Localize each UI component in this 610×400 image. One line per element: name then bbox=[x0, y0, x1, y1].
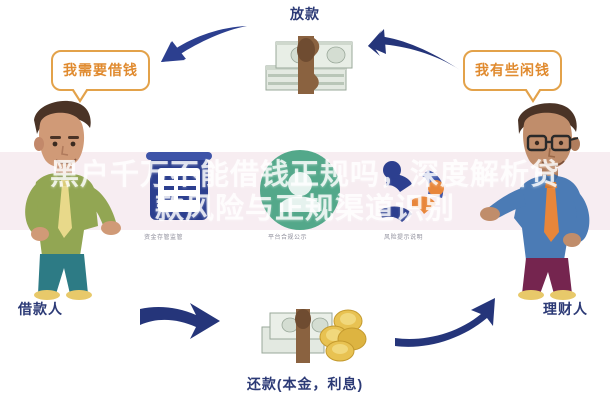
banknote-stack-icon bbox=[258, 30, 358, 102]
document-phone-icon bbox=[146, 152, 212, 220]
speech-bubble-investor: 我有些闲钱 bbox=[463, 50, 562, 103]
investor-illustration bbox=[480, 96, 606, 300]
arrow-bottom-left-icon bbox=[140, 295, 240, 358]
arrow-bottom-right-icon bbox=[395, 292, 511, 363]
centre-caption-1: 资金存管监管 bbox=[144, 235, 184, 241]
label-investor: 理财人 bbox=[543, 301, 588, 317]
label-repayment: 还款(本金，利息) bbox=[246, 376, 364, 392]
speech-bubble-investor-text: 我有些闲钱 bbox=[475, 62, 550, 78]
people-handshake-icon bbox=[380, 161, 444, 222]
speech-bubble-borrower-text: 我需要借钱 bbox=[63, 62, 138, 78]
arrow-top-left-icon bbox=[155, 22, 251, 89]
arrow-top-right-icon bbox=[368, 22, 464, 89]
speech-bubble-borrower: 我需要借钱 bbox=[51, 50, 150, 103]
centre-caption-2: 平台合规公示 bbox=[268, 235, 308, 241]
centre-caption-3: 风险提示说明 bbox=[384, 235, 424, 241]
banknotes-and-coins-icon bbox=[260, 303, 370, 369]
centre-illustration-group: 资金存管监管 平台合规公示 风险提示说明 bbox=[140, 148, 470, 256]
green-shield-badge-icon bbox=[260, 150, 340, 230]
label-loan-disbursement: 放款 bbox=[290, 6, 320, 22]
borrower-illustration bbox=[6, 96, 132, 300]
label-borrower: 借款人 bbox=[18, 301, 63, 317]
speech-bubble-tail-icon bbox=[71, 88, 89, 103]
speech-bubble-tail-icon bbox=[524, 88, 542, 103]
